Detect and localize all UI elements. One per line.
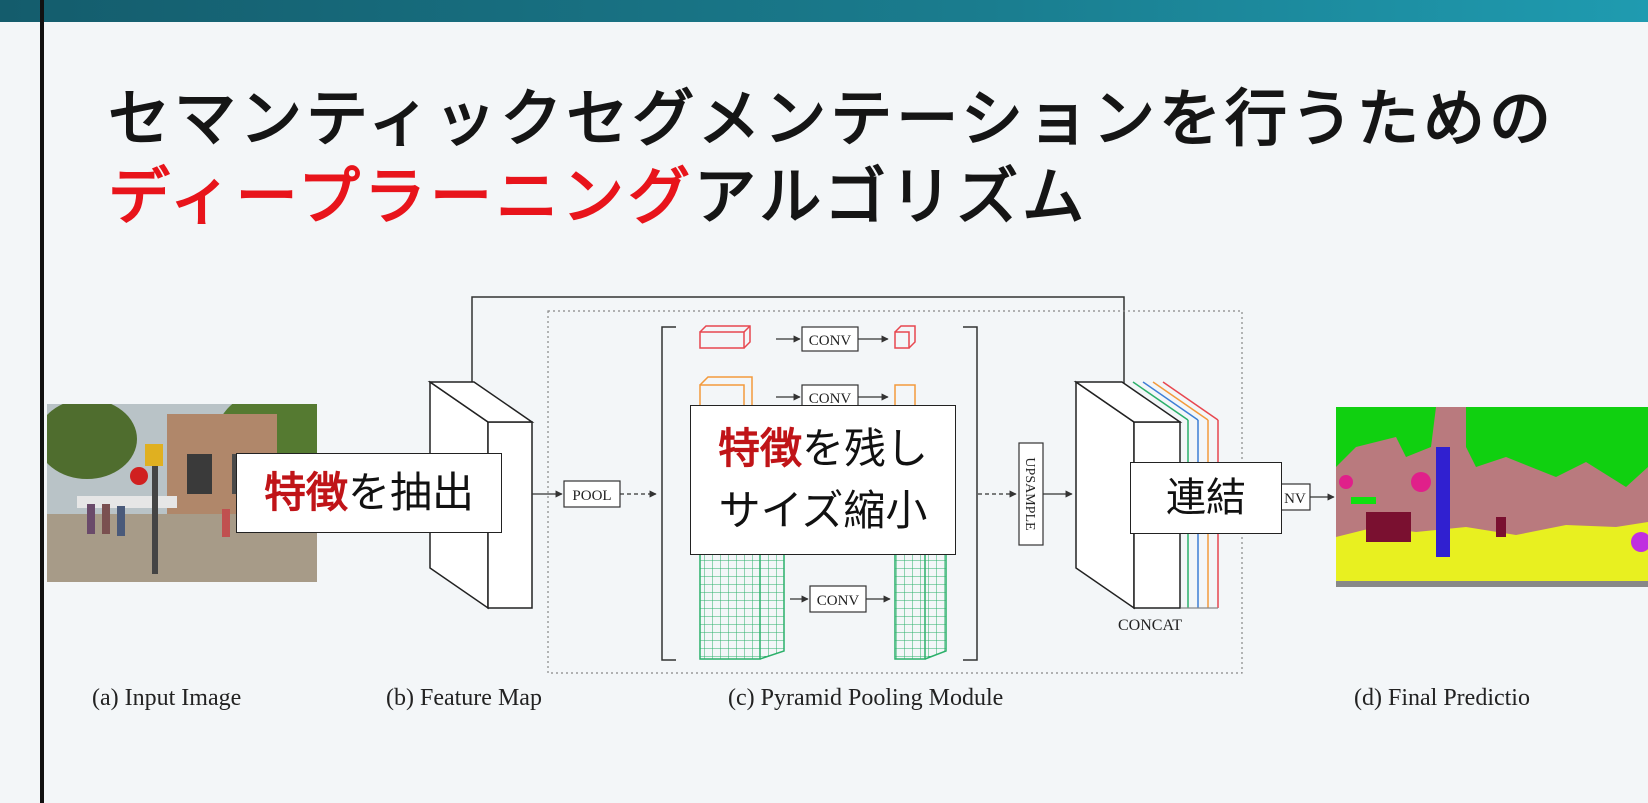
header-bar [0,0,1648,22]
concat-label: CONCAT [1118,617,1182,634]
right-bracket [963,326,978,661]
caption-input-image: (a) Input Image [92,685,242,711]
callout-keep-line-1: 特徴を残し [691,418,955,480]
pool-box [563,480,621,508]
callout-keep-line-2: サイズ縮小 [718,486,928,535]
left-border-line [40,0,44,803]
conv-label-4: CONV [817,593,860,609]
prediction-image [1336,407,1648,587]
pool-label: POOL [572,488,611,504]
callout-keep-features: 特徴を残し サイズ縮小 [690,405,956,555]
left-bracket [661,326,676,661]
conv-label-2: CONV [809,391,852,407]
callout-extract-highlight: 特徴 [263,468,348,517]
pool-level-red: CONV [699,325,916,352]
callout-extract-features: 特徴を抽出 [236,453,502,533]
conv-label-1: CONV [809,333,852,349]
slide-title: セマンティックセグメンテーションを行うための ディープラーニングアルゴリズム [108,80,1628,236]
title-line-2: ディープラーニングアルゴリズム [108,158,1628,236]
title-line-1: セマンティックセグメンテーションを行うための [108,82,1556,155]
callout-extract-text: を抽出 [348,468,475,517]
title-line-2-rest: アルゴリズム [693,160,1089,233]
caption-final-prediction: (d) Final Predictio [1354,685,1530,711]
callout-keep-highlight: 特徴 [717,424,802,473]
callout-keep-text: を残し [802,424,929,473]
caption-pyramid-pooling: (c) Pyramid Pooling Module [728,685,1004,711]
title-highlight: ディープラーニング [108,160,694,233]
skip-connection-line [471,296,1129,399]
upsample-box [1018,442,1044,546]
caption-feature-map: (b) Feature Map [386,685,542,711]
upsample-label: UPSAMPLE [1022,457,1037,530]
pool-level-green: CONV [699,543,947,660]
final-conv-box [1279,483,1311,511]
final-conv-label: NV [1284,491,1306,507]
callout-concat: 連結 [1130,462,1282,534]
